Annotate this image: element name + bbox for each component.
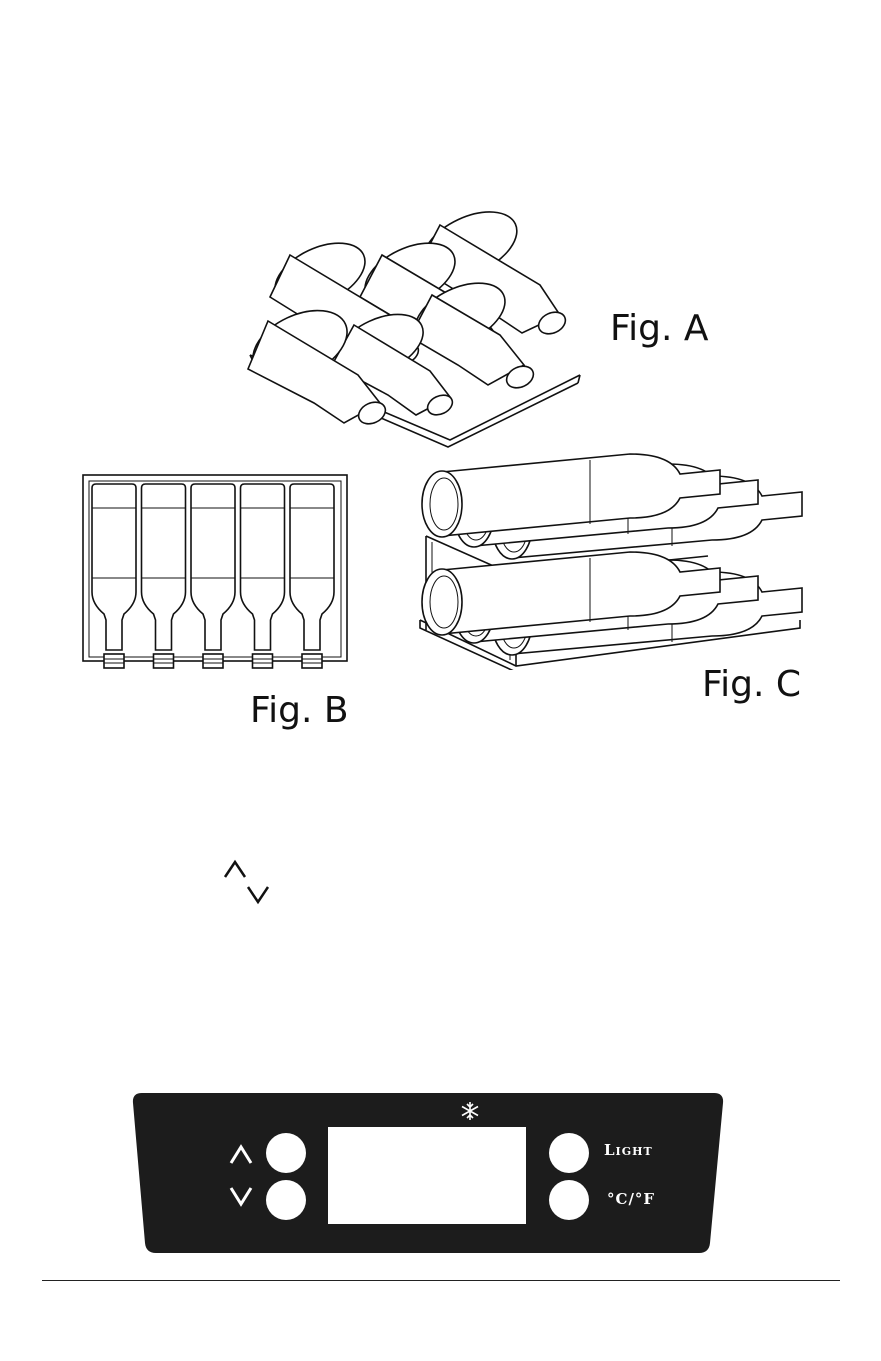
bottle-top-view xyxy=(290,484,334,650)
figure-a-illustration xyxy=(240,205,600,450)
up-button[interactable] xyxy=(266,1133,306,1173)
light-button-label: Light xyxy=(604,1141,653,1159)
figure-b-illustration xyxy=(82,474,350,678)
bottle-cap xyxy=(154,654,174,668)
chevron-down-icon xyxy=(246,884,270,906)
unit-toggle-button[interactable] xyxy=(549,1180,589,1220)
figure-c-illustration xyxy=(412,452,807,670)
chevron-up-icon xyxy=(223,858,247,880)
bottle-cap xyxy=(203,654,223,668)
bottle-top-view xyxy=(142,484,186,650)
bottle-cap xyxy=(104,654,124,668)
temperature-display xyxy=(328,1127,526,1224)
light-button[interactable] xyxy=(549,1133,589,1173)
figure-b-label: Fig. B xyxy=(250,690,349,731)
bottle-top-view xyxy=(241,484,285,650)
figure-c-label: Fig. C xyxy=(702,664,801,705)
bottle-base xyxy=(422,569,462,635)
down-button[interactable] xyxy=(266,1180,306,1220)
bottle-top-view xyxy=(191,484,235,650)
control-panel: Light °C/°F xyxy=(132,1093,724,1255)
figure-a-label: Fig. A xyxy=(610,308,708,349)
bottle-cap xyxy=(253,654,273,668)
bottle-base xyxy=(422,471,462,537)
unit-button-label: °C/°F xyxy=(607,1190,655,1208)
bottle-top-view xyxy=(92,484,136,650)
footer-rule xyxy=(42,1280,840,1281)
bottle-cap xyxy=(302,654,322,668)
control-panel-graphic xyxy=(132,1093,724,1255)
